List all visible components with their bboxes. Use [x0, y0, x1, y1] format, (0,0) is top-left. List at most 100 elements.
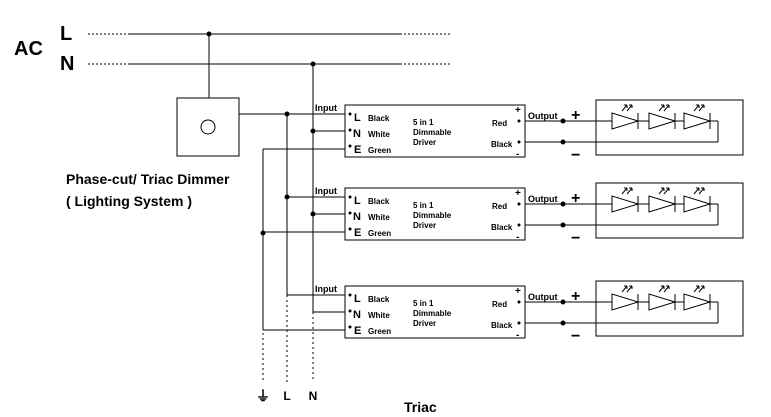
driver-minus: -	[516, 149, 519, 160]
terminal-n: N	[353, 211, 361, 223]
led-minus-sign: −	[571, 230, 580, 247]
output-label: Output	[528, 194, 558, 204]
junction-dot	[560, 201, 566, 207]
led-diode-icon	[611, 285, 640, 311]
dimmer-subtitle: ( Lighting System )	[66, 193, 192, 209]
led-plus-sign: +	[571, 190, 580, 207]
terminal-dot	[348, 195, 352, 199]
terminal-dot	[348, 144, 352, 148]
led-diode-icon	[638, 285, 677, 311]
junction-dot	[260, 230, 266, 236]
terminal-e: E	[354, 144, 361, 156]
terminal-l: L	[354, 293, 361, 305]
led-minus-sign: −	[571, 147, 580, 164]
driver-minus: -	[516, 232, 519, 243]
led-diode-icon	[673, 285, 712, 311]
terminal-n-color: White	[368, 130, 390, 139]
led-diode-icon	[673, 104, 712, 130]
output-red-label: Red	[492, 119, 507, 128]
led-plus-sign: +	[571, 107, 580, 124]
led-diode-icon	[638, 187, 677, 213]
output-label: Output	[528, 111, 558, 121]
driver-minus: -	[516, 330, 519, 341]
led-plus-sign: +	[571, 288, 580, 305]
terminal-e-color: Green	[368, 229, 391, 238]
terminal-l: L	[354, 112, 361, 124]
driver-title-line: Driver	[413, 138, 436, 147]
driver-title-line: 5 in 1	[413, 299, 434, 308]
output-black-label: Black	[491, 223, 513, 232]
driver-title-line: Dimmable	[413, 309, 452, 318]
junction-dot	[560, 320, 566, 326]
terminal-n-color: White	[368, 311, 390, 320]
terminal-dot	[517, 119, 521, 123]
junction-dot	[560, 299, 566, 305]
junction-dot	[560, 139, 566, 145]
output-label: Output	[528, 292, 558, 302]
terminal-n-color: White	[368, 213, 390, 222]
junction-dot	[560, 118, 566, 124]
output-red-label: Red	[492, 202, 507, 211]
driver-title-line: Driver	[413, 319, 436, 328]
earth-icon: ⏚	[256, 388, 270, 404]
terminal-dot	[348, 128, 352, 132]
terminal-e-color: Green	[368, 146, 391, 155]
terminal-dot	[517, 223, 521, 227]
terminal-dot	[348, 309, 352, 313]
terminal-dot	[517, 140, 521, 144]
output-black-label: Black	[491, 140, 513, 149]
driver-plus: +	[515, 286, 521, 297]
junction-dot	[310, 61, 316, 67]
terminal-e: E	[354, 227, 361, 239]
driver-plus: +	[515, 188, 521, 199]
terminal-l-color: Black	[368, 114, 390, 123]
input-label: Input	[315, 103, 337, 113]
output-red-label: Red	[492, 300, 507, 309]
led-diode-icon	[611, 187, 640, 213]
output-black-label: Black	[491, 321, 513, 330]
terminal-dot	[517, 321, 521, 325]
led-diode-icon	[673, 187, 712, 213]
input-label: Input	[315, 284, 337, 294]
line-label: L	[60, 23, 72, 45]
input-label: Input	[315, 186, 337, 196]
terminal-dot	[517, 202, 521, 206]
junction-dot	[560, 222, 566, 228]
driver-title-line: 5 in 1	[413, 201, 434, 210]
terminal-e: E	[354, 325, 361, 337]
led-module-box	[595, 182, 744, 239]
led-module-box	[595, 280, 744, 337]
driver-title-line: Dimmable	[413, 128, 452, 137]
terminal-dot	[348, 293, 352, 297]
junction-dot	[284, 111, 290, 117]
terminal-l-color: Black	[368, 295, 390, 304]
terminal-dot	[348, 211, 352, 215]
terminal-e-color: Green	[368, 327, 391, 336]
terminal-n: N	[353, 128, 361, 140]
led-diode-icon	[638, 104, 677, 130]
bottom-neutral-label: N	[309, 389, 318, 403]
bottom-line-label: L	[283, 389, 290, 403]
terminal-dot	[517, 300, 521, 304]
led-minus-sign: −	[571, 328, 580, 345]
terminal-dot	[348, 227, 352, 231]
ac-label: AC	[14, 38, 43, 60]
driver-plus: +	[515, 105, 521, 116]
driver-title-line: 5 in 1	[413, 118, 434, 127]
dimmer-name: Phase-cut/ Triac Dimmer	[66, 171, 230, 187]
driver-title-line: Driver	[413, 221, 436, 230]
junction-dot	[206, 31, 212, 37]
driver-title-line: Dimmable	[413, 211, 452, 220]
led-module-box	[595, 99, 744, 156]
terminal-dot	[348, 112, 352, 116]
terminal-n: N	[353, 309, 361, 321]
neutral-label: N	[60, 53, 74, 75]
dimmer-box	[176, 97, 240, 157]
terminal-l-color: Black	[368, 197, 390, 206]
terminal-dot	[348, 325, 352, 329]
led-diode-icon	[611, 104, 640, 130]
